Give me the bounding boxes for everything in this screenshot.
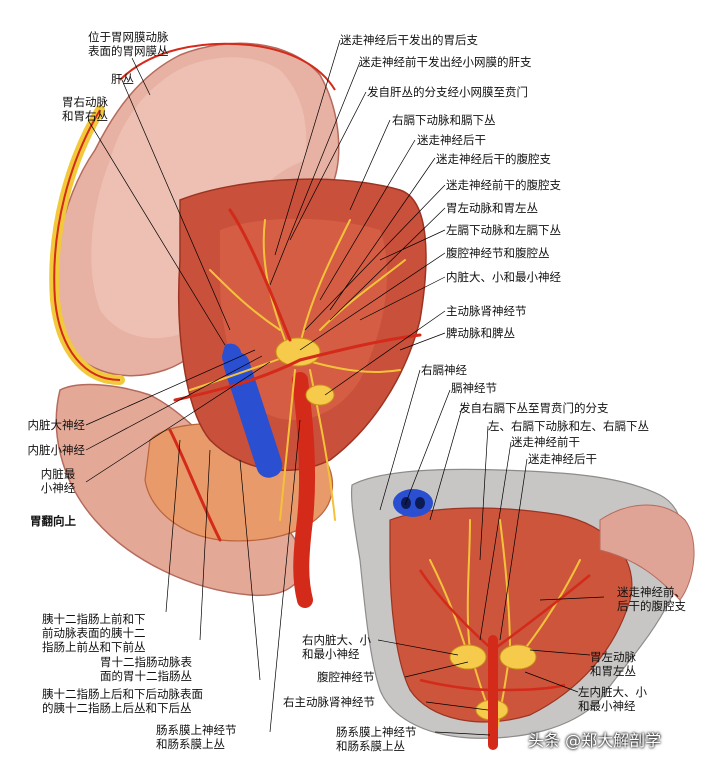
label-gastroepiploic-plexus: 位于胃网膜动脉 表面的胃网膜丛	[88, 30, 169, 58]
stomach-illustration	[49, 42, 427, 608]
label-vagal-celiac-branches: 迷走神经前、 后干的腹腔支	[617, 585, 686, 613]
label-lesser-splanchnic: 内脏小神经	[27, 443, 86, 457]
label-right-inferior-phrenic: 右膈下动脉和膈下丛	[392, 113, 496, 127]
label-superior-mesenteric-ganglion-left: 肠系膜上神经节 和肠系膜上丛	[156, 723, 237, 751]
label-posterior-vagal-trunk: 迷走神经后干	[417, 133, 486, 147]
label-celiac-ganglion-inset: 腹腔神经节	[317, 670, 375, 684]
label-anterior-vagal-trunk-inset: 迷走神经前干	[511, 435, 580, 449]
label-inferior-phrenic-both: 左、右膈下动脉和左、右膈下丛	[488, 419, 649, 433]
label-anterior-pancreaticoduodenal: 胰十二指肠上前和下 前动脉表面的胰十二 指肠上前丛和下前丛	[42, 612, 146, 654]
label-right-aorticorenal-ganglion: 右主动脉肾神经节	[283, 695, 375, 709]
label-phrenic-ganglion: 膈神经节	[451, 381, 497, 395]
label-least-splanchnic: 内脏最 小神经	[40, 467, 76, 495]
watermark: 头条 @郑大解剖学	[528, 731, 662, 750]
label-left-splanchnic-nerves: 左内脏大、小 和最小神经	[578, 685, 647, 713]
label-posterior-vagus-celiac-branch: 迷走神经后干的腹腔支	[436, 152, 551, 166]
label-left-gastric-artery-inset: 胃左动脉 和胃左丛	[590, 650, 636, 678]
label-right-phrenic-cardia-branch: 发自右膈下丛至胃贲门的分支	[459, 401, 609, 415]
label-hepatic-plexus: 肝丛	[111, 72, 134, 86]
label-splenic-artery-plexus: 脾动脉和脾丛	[446, 326, 515, 340]
label-celiac-ganglion-plexus: 腹腔神经节和腹腔丛	[446, 246, 550, 260]
diaphragm-inset-illustration	[350, 468, 695, 750]
label-gastroduodenal-plexus: 胃十二指肠动脉表 面的胃十二指肠丛	[100, 655, 192, 683]
label-hepatic-to-cardia-branch: 发自肝丛的分支经小网膜至贲门	[367, 85, 528, 99]
label-anterior-vagus-celiac-branch: 迷走神经前干的腹腔支	[446, 178, 561, 192]
label-right-splanchnic-nerves: 右内脏大、小 和最小神经	[302, 633, 371, 661]
label-hepatic-branch-anterior-vagus: 迷走神经前干发出经小网膜的肝支	[359, 55, 532, 69]
label-posterior-pancreaticoduodenal: 胰十二指肠上后和下后动脉表面 的胰十二指肠上后丛和下后丛	[42, 687, 203, 715]
label-aorticorenal-ganglion: 主动脉肾神经节	[446, 304, 527, 318]
label-left-inferior-phrenic: 左膈下动脉和左膈下丛	[446, 223, 561, 237]
label-superior-mesenteric-ganglion-inset: 肠系膜上神经节 和肠系膜上丛	[336, 725, 417, 753]
label-right-phrenic-nerve: 右膈神经	[421, 363, 467, 377]
label-splanchnic-nerves: 内脏大、小和最小神经	[446, 270, 561, 284]
label-left-gastric-artery: 胃左动脉和胃左丛	[446, 201, 538, 215]
label-greater-splanchnic: 内脏大神经	[27, 418, 86, 432]
label-posterior-vagal-trunk-inset: 迷走神经后干	[528, 452, 597, 466]
label-stomach-flipped: 胃翻向上	[30, 514, 76, 528]
leader-lines	[85, 39, 605, 736]
label-right-gastric-artery: 胃右动脉 和胃右丛	[62, 95, 108, 123]
label-posterior-gastric-branch: 迷走神经后干发出的胃后支	[340, 33, 478, 47]
